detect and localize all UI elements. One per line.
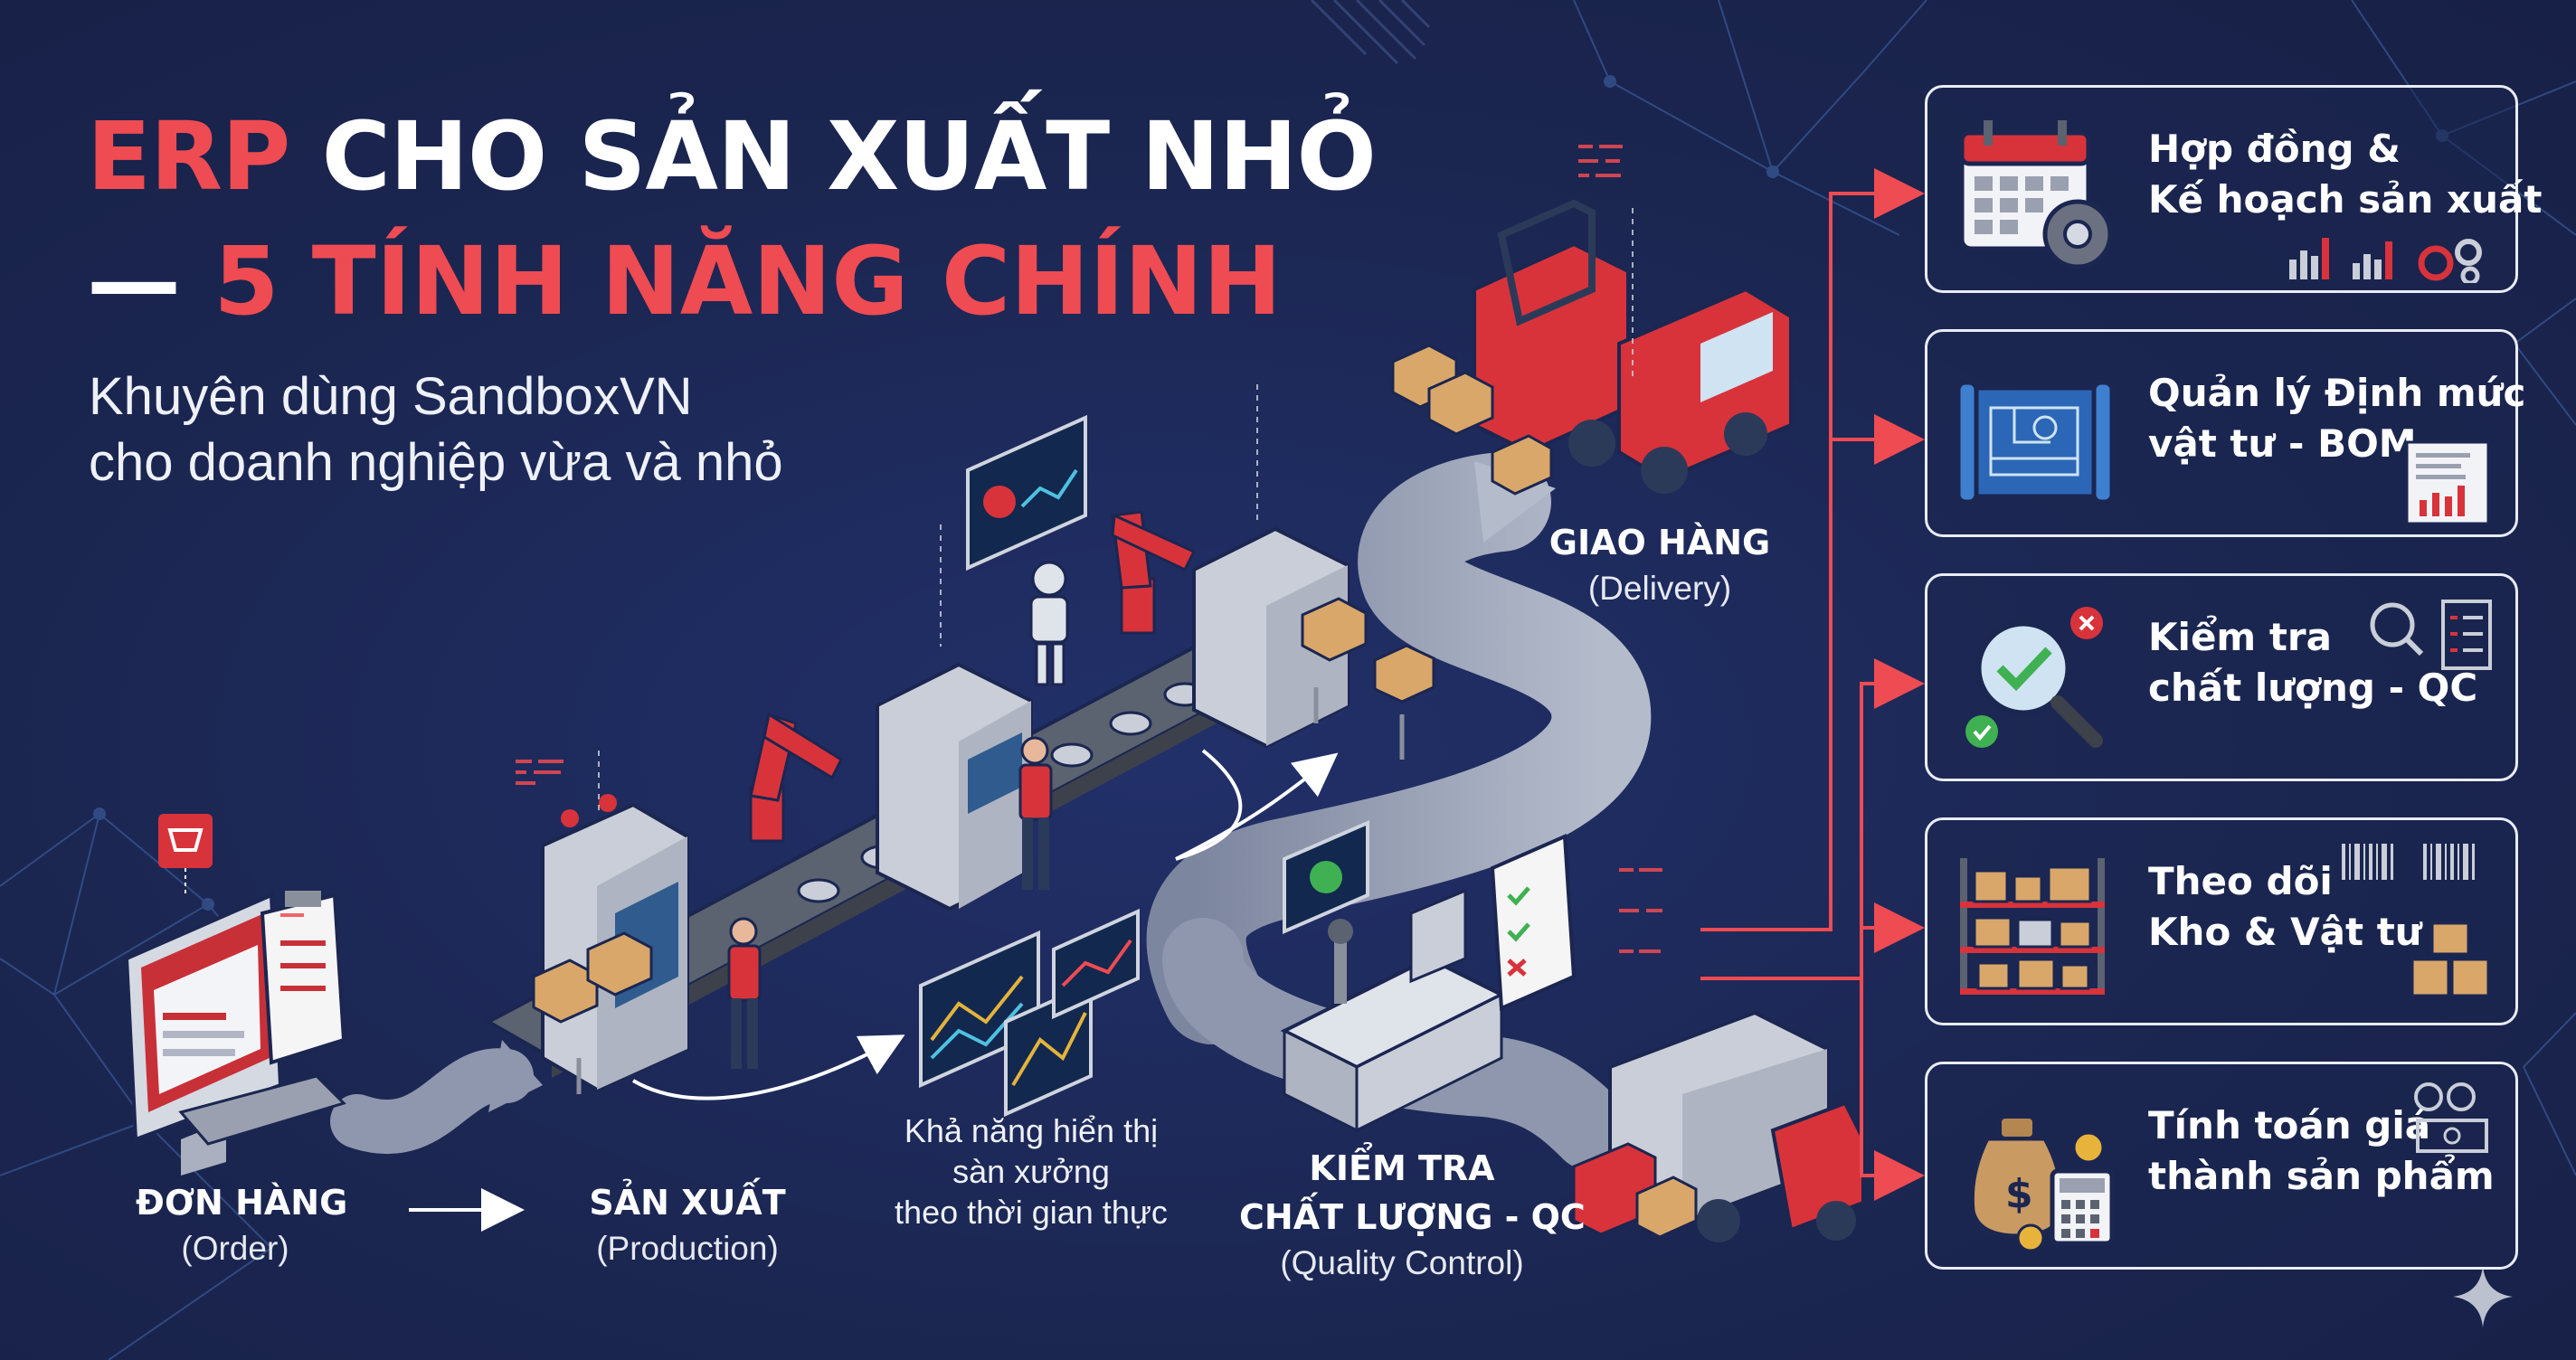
subtitle-line2: cho doanh nghiệp vừa và nhỏ [89,433,783,492]
realtime-note-line1: Khả năng hiển thị [904,1112,1159,1149]
qc-lab-illustration [1280,834,1577,1133]
realtime-note-line2: sàn xưởng [952,1153,1110,1190]
sparkle-icon [2453,1266,2513,1327]
feature-2-line1: Quản lý Định mức [2148,371,2526,415]
feature-card-qc: Kiểm tra chất lượng - QC [1925,573,2518,781]
stage-order-sub: (Order) [181,1230,289,1267]
feature-card-costing: $ Tính toán giá thành sản phẩm [1925,1062,2518,1270]
feature-1-line2: Kế hoạch sản xuất [2148,177,2543,222]
dashboard-monitors-illustration [919,414,1369,1118]
warehouse-shelf-icon [1960,858,2105,995]
blueprint-icon [1956,380,2115,505]
production-conveyor-illustration [484,510,1435,1094]
stage-label-production: SẢN XUẤT (Production) [579,1183,796,1268]
search-checklist-mini-icon [2370,600,2492,670]
feature-card-bom: Quản lý Định mức vật tư - BOM [1925,329,2525,537]
floating-data-text-decoration [280,145,1662,953]
calendar-gear-icon [1959,120,2113,269]
feature-card-2-text: Quản lý Định mức vật tư - BOM [2148,368,2525,469]
stage-qc-sub: (Quality Control) [1280,1244,1524,1281]
feature-3-line1: Kiểm tra [2148,615,2332,659]
process-path [330,1048,534,1155]
feature-card-contract-planning: Hợp đồng & Kế hoạch sản xuất [1925,85,2542,293]
page-title-line1: ERP CHO SẢN XUẤT NHỎ [87,101,1377,212]
stage-qc-title-line1: KIỂM TRA [1309,1148,1495,1188]
feature-card-5-text: Tính toán giá thành sản phẩm [2148,1100,2495,1202]
title-line2-rest: 5 TÍNH NĂNG CHÍNH [213,226,1282,336]
hatched-circle-decoration [1310,0,1431,65]
money-bag-calculator-icon: $ [1969,1115,2115,1252]
feature-4-line1: Theo dõi [2148,859,2333,903]
realtime-visibility-note: Khả năng hiển thị sàn xưởng theo thời gi… [868,1110,1194,1232]
stage-production-sub: (Production) [596,1230,779,1267]
title-dash: — [87,226,214,336]
stage-production-title: SẢN XUẤT [589,1183,786,1223]
feature-card-4-text: Theo dõi Kho & Vật tư [2148,856,2422,958]
stage-delivery-sub: (Delivery) [1587,570,1732,607]
feature-5-line2: thành sản phẩm [2148,1154,2495,1198]
subtitle-line1: Khuyên dùng SandboxVN [89,367,693,426]
feature-1-line1: Hợp đồng & [2148,127,2401,171]
flow-arrows [409,749,1339,1232]
truck-forklift-bottom-illustration [1572,1010,1865,1242]
realtime-note-line3: theo thời gian thực [895,1194,1168,1231]
stage-delivery-title: GIAO HÀNG [1548,523,1771,562]
feature-2-line2: vật tư - BOM [2148,421,2417,466]
delivery-forklift-illustration [1391,199,1793,496]
feature-5-line1: Tính toán giá [2148,1103,2431,1148]
order-computer-illustration [124,814,346,1176]
cash-coins-mini-icon [2414,1082,2488,1153]
stage-label-delivery: GIAO HÀNG (Delivery) [1538,523,1782,608]
stage-label-qc: KIỂM TRA CHẤT LƯỢNG - QC (Quality Contro… [1239,1148,1586,1282]
report-document-mini-icon [2405,440,2490,525]
feature-4-line2: Kho & Vật tư [2148,910,2422,954]
page-title-line2: — 5 TÍNH NĂNG CHÍNH [87,226,1282,336]
stage-order-title: ĐƠN HÀNG [136,1183,348,1223]
title-accent-word: ERP [87,101,290,212]
feature-card-1-text: Hợp đồng & Kế hoạch sản xuất [2148,124,2542,225]
worker-figures [727,736,1053,1069]
bar-chart-gears-mini-icon [2289,238,2482,283]
stage-label-order: ĐƠN HÀNG (Order) [136,1183,348,1268]
title-line1-rest: CHO SẢN XUẤT NHỎ [289,101,1377,212]
feature-3-line2: chất lượng - QC [2148,666,2478,710]
magnifier-check-icon [1965,607,2103,748]
barcode-mini-icon [2342,844,2475,880]
process-path-main [1146,452,1652,1044]
feature-connector-lines [1700,168,1925,1201]
path-arrowhead-order [488,1040,543,1112]
stacked-boxes-mini-icon [2410,921,2490,997]
svg-text:$: $ [2005,1171,2033,1217]
stage-qc-title-line2: CHẤT LƯỢNG - QC [1239,1197,1586,1237]
feature-card-3-text: Kiểm tra chất lượng - QC [2148,612,2477,713]
feature-card-inventory: Theo dõi Kho & Vật tư [1925,817,2518,1025]
